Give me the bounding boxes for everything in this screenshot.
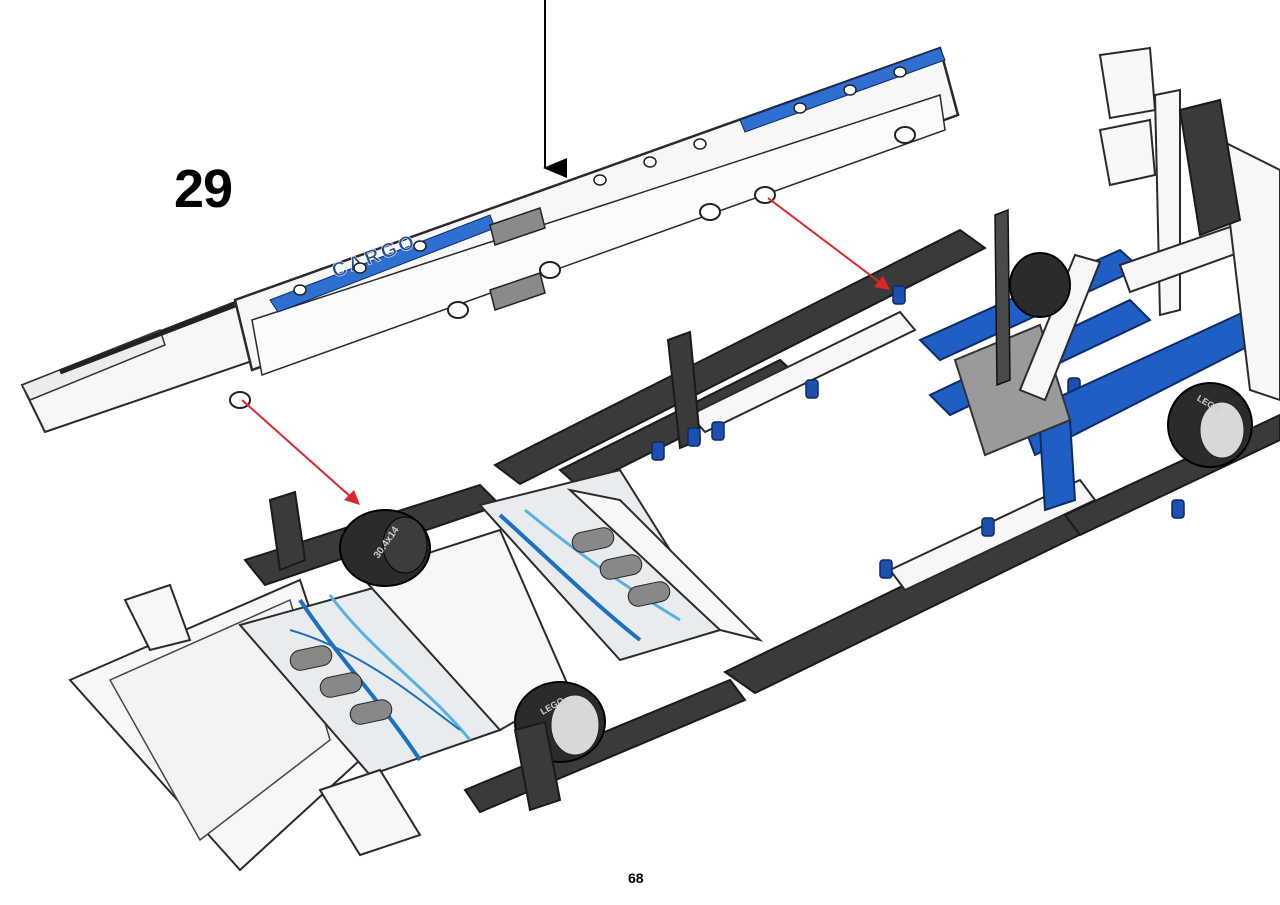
white-beam-rear-small <box>123 583 192 652</box>
grey-link-lower <box>489 272 546 311</box>
chassis-assembly: 30.4x14 LEGO <box>68 46 1280 872</box>
dark-cab-block <box>1178 98 1242 237</box>
connection-arrow-right <box>767 197 890 290</box>
blue-stripe-rear <box>739 47 946 133</box>
grey-link-upper <box>489 207 546 246</box>
beam-holes <box>293 66 907 296</box>
blue-frame-vert <box>1038 418 1077 512</box>
cargo-sub-assembly: CARGO <box>20 46 960 434</box>
slot-2b <box>599 554 643 580</box>
bushes <box>229 126 916 409</box>
tire-cab-left <box>1009 252 1071 318</box>
dark-post-rear <box>268 490 307 572</box>
tire-rear: 30.4x14 <box>339 509 431 587</box>
slot-1a <box>289 645 333 671</box>
dark-post-front <box>513 720 562 812</box>
connection-arrow-left <box>241 399 360 505</box>
steering-shaft <box>994 208 1011 387</box>
main-long-body-lower <box>251 94 946 377</box>
swoosh-1c <box>289 629 461 731</box>
axle-rod <box>59 302 236 375</box>
white-beam-front-small <box>318 768 422 857</box>
tapered-front-plate <box>20 298 257 434</box>
white-panel-front <box>566 488 764 642</box>
slot-1b <box>319 672 363 698</box>
swoosh-1b <box>328 594 472 741</box>
blue-frame-side <box>1018 298 1280 457</box>
white-beam-mid <box>688 310 917 434</box>
step-number: 29 <box>174 159 233 219</box>
blue-pins <box>651 285 1185 579</box>
slot-1c <box>349 699 393 725</box>
dark-beam-upper-long <box>493 228 987 486</box>
white-upright-side <box>1098 118 1157 187</box>
tire-cab-right: LEGO <box>1167 382 1253 468</box>
swoosh-2a <box>498 513 642 642</box>
dark-beam-right-long <box>723 498 1113 695</box>
white-upright-left <box>1098 46 1157 120</box>
slot-2c <box>627 581 671 607</box>
page-number: 68 <box>628 870 644 886</box>
slot-2a <box>571 527 615 553</box>
